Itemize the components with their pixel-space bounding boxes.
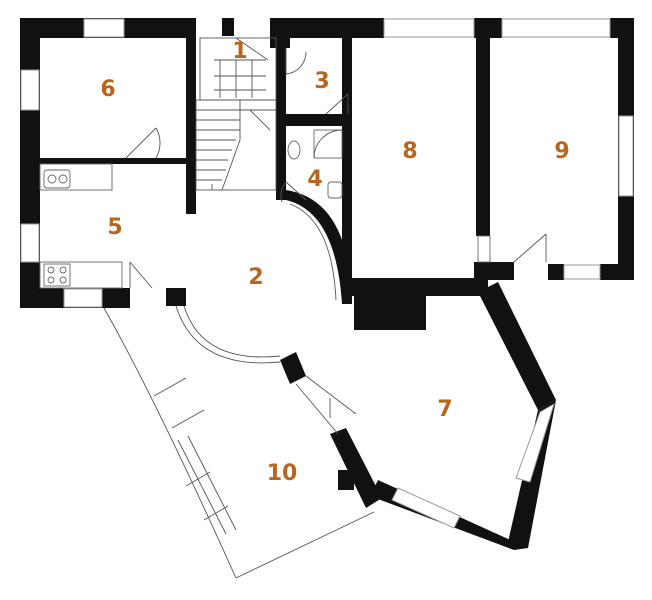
shower (313, 129, 343, 159)
wall-left-bottom-pier (166, 288, 186, 306)
window-room9-right (618, 115, 634, 197)
door-room5-out (129, 261, 153, 289)
stair-outline (195, 99, 277, 191)
room-label-8: 8 (402, 139, 417, 164)
window-room5-left (20, 223, 40, 263)
wall-right-bottom-b (548, 264, 564, 280)
entry-area (199, 37, 277, 101)
wall-top-mid-d (276, 48, 286, 114)
windows (20, 18, 634, 529)
door-room3-b (325, 93, 349, 115)
window-room9-top (501, 18, 611, 38)
wall-room7-sw (330, 428, 382, 508)
window-room6-top (83, 18, 125, 38)
room-label-3: 3 (314, 69, 329, 94)
door-room10 (305, 375, 357, 418)
wall-room8-9-divider (476, 30, 490, 236)
window-room5-bottom (63, 288, 103, 308)
room-label-6: 6 (100, 77, 115, 102)
window-room8-top (383, 18, 475, 38)
window-room7-east (515, 402, 555, 483)
staircase (195, 99, 277, 191)
wall-top-mid-c (290, 18, 350, 38)
wall-room7-ne (478, 282, 556, 410)
door-room4 (280, 181, 307, 203)
wall-room4-left (276, 126, 286, 200)
hall-curved-glazing-outer (175, 305, 281, 364)
wall-room7-w-stub (338, 470, 354, 490)
toilet (287, 140, 301, 160)
room-label-7: 7 (437, 397, 452, 422)
wall-right-bottom-c (474, 262, 514, 280)
wall-room6-bottom (36, 158, 196, 164)
curved-wall-inner (289, 203, 337, 301)
room-label-1: 1 (232, 39, 247, 64)
room-label-10: 10 (267, 461, 298, 486)
wall-room3-bottom (276, 114, 350, 126)
fixtures (39, 129, 343, 289)
wall-room6-right (186, 18, 196, 214)
room-label-9: 9 (554, 139, 569, 164)
wall-central-pier (354, 282, 426, 330)
doors (125, 48, 547, 435)
door-room6 (125, 127, 161, 159)
room-label-4: 4 (307, 167, 322, 192)
window-room9-bottom (563, 264, 601, 280)
window-room6-left (20, 69, 40, 111)
wall-room10-pier (280, 352, 306, 384)
bath-sink (327, 181, 343, 199)
wall-top-mid-a (222, 18, 234, 36)
terrace-outline (103, 307, 375, 579)
kitchen-sink (43, 169, 71, 189)
room-label-2: 2 (248, 265, 263, 290)
door-room9 (513, 233, 547, 263)
curved-wall-room4 (286, 190, 352, 304)
wall-right-bottom-a (600, 264, 634, 280)
window-room7-south (391, 487, 461, 529)
kitchen-stove (43, 263, 71, 287)
room-labels: 1 2 3 4 5 6 7 8 9 10 (100, 39, 569, 486)
hall-curved-glazing-inner (183, 305, 281, 358)
door-room3-a (285, 48, 307, 75)
wall-room4-right (342, 38, 352, 304)
door-room8-9-gap (477, 235, 491, 263)
door-room7-corridor (295, 383, 339, 435)
wall-top-right-a (350, 18, 384, 38)
wall-top-mid-b (270, 18, 290, 48)
room-label-5: 5 (107, 215, 122, 240)
